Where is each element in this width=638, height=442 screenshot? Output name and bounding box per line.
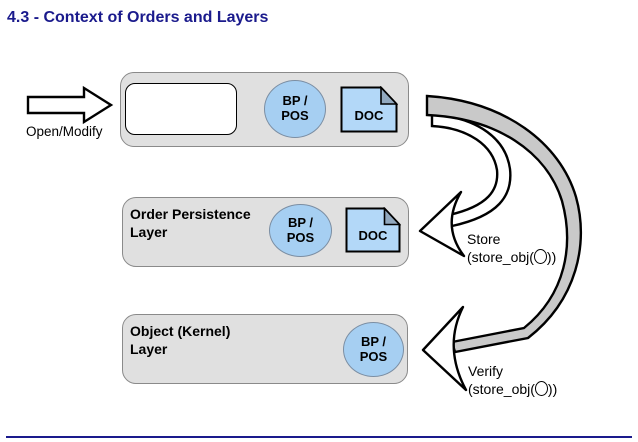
bp-pos-label: POS [359, 348, 388, 364]
bp-pos-circle-mid: BP / POS [269, 204, 332, 257]
doc-label: DOC [358, 228, 388, 243]
bp-pos-label: BP / [287, 214, 314, 230]
store-sub-pre: (store_obj( [467, 249, 534, 265]
layer-label-line: Order Persistence [130, 206, 251, 222]
verify-label-title: Verify [468, 363, 504, 379]
verify-label: Verify (store_obj()) [468, 362, 557, 398]
document-icon [340, 85, 399, 133]
doc-icon-top: DOC [340, 85, 399, 138]
layer-label-line: Object (Kernel) [130, 323, 231, 339]
verify-arrowhead-icon [421, 305, 468, 392]
verify-label-sub: (store_obj()) [468, 380, 557, 398]
bp-pos-circle-bot: BP / POS [343, 322, 404, 377]
object-circle-icon [534, 381, 548, 396]
store-label-title: Store [467, 231, 501, 247]
bp-pos-label: POS [286, 229, 315, 245]
doc-label: DOC [354, 107, 384, 123]
store-label-sub: (store_obj()) [467, 248, 556, 266]
order-placeholder-box [125, 83, 237, 135]
bp-pos-label: BP / [360, 333, 387, 349]
document-icon [345, 206, 402, 253]
store-sub-post: )) [546, 249, 557, 265]
bp-pos-label: BP / [282, 93, 308, 109]
layer-label-line: Layer [130, 341, 168, 357]
store-curved-band [430, 112, 512, 228]
store-arrowhead-icon [418, 190, 466, 258]
doc-icon-mid: DOC [345, 206, 402, 258]
object-circle-icon [533, 249, 547, 264]
open-modify-arrow [26, 85, 114, 125]
page-title: 4.3 - Context of Orders and Layers [7, 9, 269, 26]
store-label: Store (store_obj()) [467, 230, 556, 266]
verify-sub-post: )) [547, 381, 558, 397]
bp-pos-label: POS [281, 108, 309, 123]
layer-label-line: Layer [130, 224, 168, 240]
open-modify-label: Open/Modify [26, 124, 103, 139]
verify-curved-band [425, 94, 583, 354]
footer-rule [6, 436, 632, 438]
object-kernel-layer-label: Object (Kernel) Layer [130, 322, 230, 358]
order-persistence-layer-label: Order Persistence Layer [130, 205, 251, 241]
bp-pos-circle-top: BP / POS [264, 80, 326, 138]
verify-sub-pre: (store_obj( [468, 381, 535, 397]
